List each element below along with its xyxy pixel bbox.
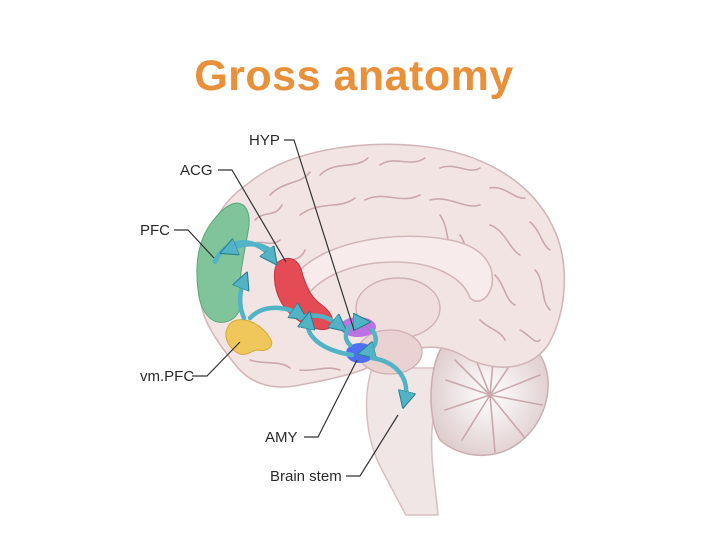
label-amy: AMY — [265, 429, 298, 446]
label-acg: ACG — [180, 162, 213, 179]
label-brainstem: Brain stem — [270, 468, 342, 485]
label-pfc: PFC — [140, 222, 170, 239]
label-hyp: HYP — [249, 132, 280, 149]
label-vmpfc: vm.PFC — [140, 368, 194, 385]
